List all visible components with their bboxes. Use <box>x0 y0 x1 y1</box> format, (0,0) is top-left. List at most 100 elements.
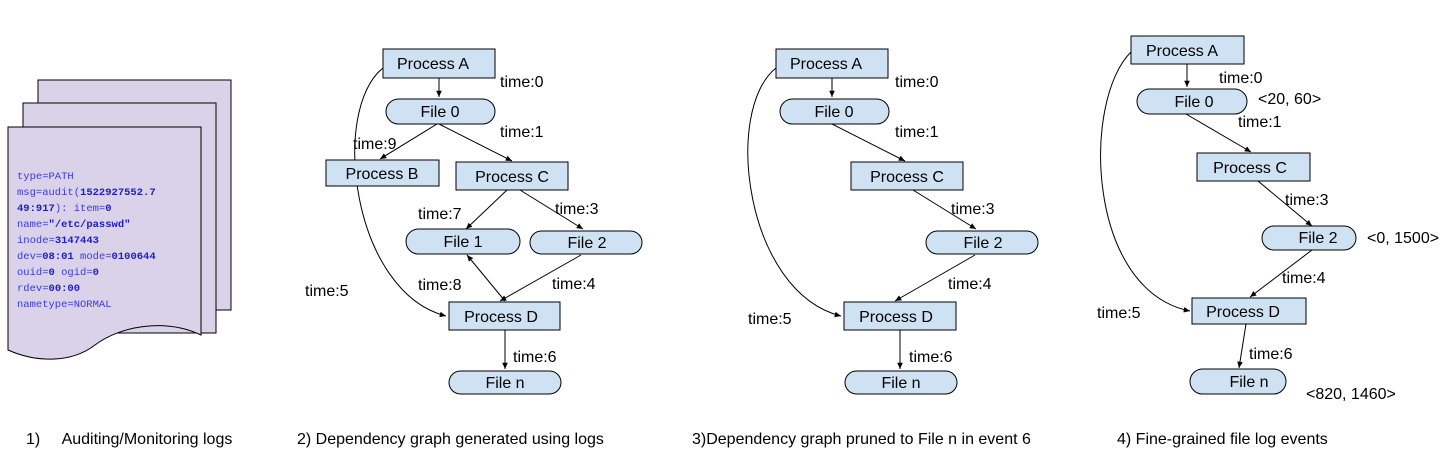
node-process-c-label: Process C <box>475 169 549 186</box>
edge-label-time-9: time:9 <box>353 136 397 153</box>
log-line: rdev=00:00 <box>17 283 80 295</box>
edge-file2-d <box>894 254 976 302</box>
log-value: 08:01 <box>42 251 74 263</box>
node-file-0 <box>779 98 890 125</box>
log-key: dev= <box>17 251 42 263</box>
edge-c-file2 <box>912 189 977 230</box>
edge-a-d <box>1100 51 1191 313</box>
edge-c-file1 <box>465 189 508 230</box>
fine-grained-graph: Process A File 0 Process C File 2 Proces… <box>1097 35 1439 448</box>
edge-label-time-5: time:5 <box>1097 305 1141 322</box>
node-file-n <box>844 370 958 395</box>
audit-log-panel: type=PATH msg=audit(1522927552.7 49:917): … <box>7 79 232 448</box>
log-value: 0 <box>49 267 55 279</box>
node-process-c <box>850 161 964 191</box>
edge-label-time-0: time:0 <box>500 74 544 91</box>
edge-d-file1 <box>466 254 506 302</box>
node-file-2 <box>529 230 643 255</box>
log-value: 0100644 <box>112 251 156 263</box>
node-process-a-label: Process A <box>397 56 469 73</box>
log-key: nametype=NORMAL <box>17 299 112 311</box>
edge-c-file2 <box>1257 180 1313 227</box>
log-value: "/etc/passwd" <box>49 219 131 231</box>
caption-1: 1) Auditing/Monitoring logs <box>26 431 232 448</box>
log-value: 1522927552.7 <box>80 187 156 199</box>
node-process-d-label: Process D <box>464 309 538 326</box>
log-key: name= <box>17 219 49 231</box>
edge-file0-c <box>438 123 513 162</box>
edge-label-time-4: time:4 <box>948 276 992 293</box>
log-key: ouid= <box>17 267 49 279</box>
edge-label-time-4: time:4 <box>1282 270 1326 287</box>
edge-label-time-6: time:6 <box>513 349 557 366</box>
log-line: 49:917): item=0 <box>17 203 112 215</box>
node-process-c-label: Process C <box>1213 160 1287 177</box>
node-file-0-label: File 0 <box>1174 94 1213 111</box>
node-process-c <box>1196 152 1311 182</box>
log-line: dev=08:01 mode=0100644 <box>17 251 156 263</box>
edge-label-time-0: time:0 <box>1219 70 1263 87</box>
node-file-2-label: File 2 <box>963 235 1002 252</box>
edge-label-time-1: time:1 <box>500 124 544 141</box>
node-file-2 <box>925 230 1039 255</box>
node-file-n-label: File n <box>485 375 524 392</box>
node-file-n-label: File n <box>1229 374 1268 391</box>
dependency-graph-pruned: Process A File 0 Process C File 2 Proces… <box>692 48 1039 448</box>
log-value: 00:00 <box>49 283 81 295</box>
range-label-file-n: <820, 1460> <box>1306 386 1396 403</box>
node-process-b <box>325 159 440 187</box>
edge-label-time-6: time:6 <box>909 349 953 366</box>
node-file-n-label: File n <box>881 375 920 392</box>
edge-file2-d <box>499 254 582 302</box>
edge-file0-b <box>379 123 438 160</box>
caption-4: 4) Fine-grained file log events <box>1117 431 1328 448</box>
log-line: nametype=NORMAL <box>17 299 112 311</box>
node-process-c <box>455 161 569 191</box>
node-file-2-label: File 2 <box>1298 230 1337 247</box>
edge-file2-d <box>1249 249 1313 298</box>
edge-label-time-3: time:3 <box>951 201 995 218</box>
log-text-block: type=PATH msg=audit(1522927552.7 49:917): … <box>17 171 156 311</box>
edge-label-time-7: time:7 <box>418 206 462 223</box>
node-process-d-label: Process D <box>859 309 933 326</box>
edge-file0-c <box>831 123 906 162</box>
node-file-1 <box>405 228 521 255</box>
node-file-0 <box>1136 88 1248 115</box>
node-file-2-label: File 2 <box>567 235 606 252</box>
log-line: inode=3147443 <box>17 235 99 247</box>
edge-label-time-5: time:5 <box>305 283 349 300</box>
log-key: type=PATH <box>17 171 74 183</box>
node-process-d <box>843 301 957 331</box>
edge-file0-c <box>1185 113 1252 153</box>
edge-a-d <box>354 67 447 318</box>
node-file-n <box>448 370 562 395</box>
node-process-a <box>1130 35 1245 65</box>
log-line: ouid=0 ogid=0 <box>17 267 99 279</box>
node-process-c-label: Process C <box>870 169 944 186</box>
node-process-a <box>382 48 496 79</box>
range-label-file-2: <0, 1500> <box>1367 230 1439 247</box>
edge-label-time-8: time:8 <box>418 277 462 294</box>
node-file-n <box>1189 368 1287 395</box>
log-key: inode= <box>17 235 55 247</box>
node-process-a-label: Process A <box>1146 43 1218 60</box>
edge-d-filen <box>1237 323 1247 369</box>
log-line: msg=audit(1522927552.7 <box>17 187 156 199</box>
range-label-file-0: <20, 60> <box>1258 91 1321 108</box>
node-process-b-label: Process B <box>346 166 419 183</box>
edge-label-time-3: time:3 <box>1285 192 1329 209</box>
dependency-graph-full: Process A File 0 Process B Process C Fil… <box>297 48 643 448</box>
log-key: msg=audit( <box>17 187 80 199</box>
edge-label-time-0: time:0 <box>895 74 939 91</box>
edge-a-d <box>747 67 842 318</box>
log-value: 0 <box>105 203 111 215</box>
log-key: rdev= <box>17 283 49 295</box>
node-file-2 <box>1261 225 1357 251</box>
log-value: 49:917 <box>17 203 55 215</box>
log-value: 3147443 <box>55 235 99 247</box>
caption-3: 3)Dependency graph pruned to File n in e… <box>692 431 1031 448</box>
log-line: name="/etc/passwd" <box>17 219 130 231</box>
edge-label-time-4: time:4 <box>552 276 596 293</box>
log-value: 0 <box>93 267 99 279</box>
